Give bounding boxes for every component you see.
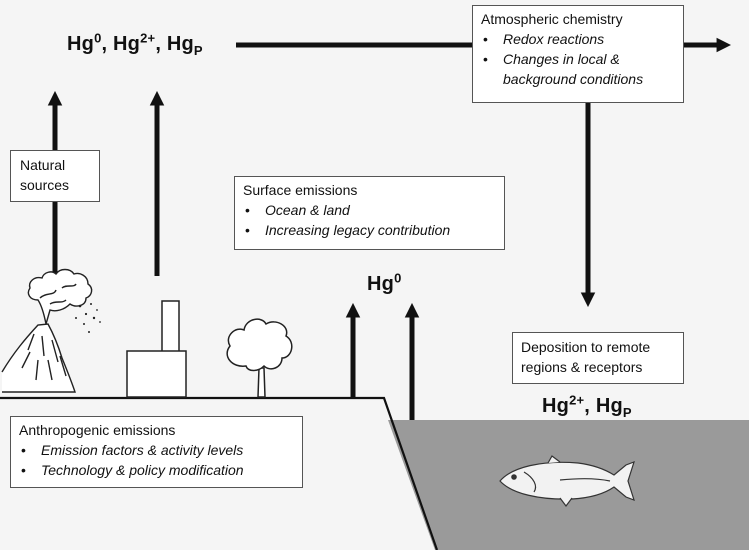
hg-phase: P [622,405,632,420]
hg-separator: , [584,395,596,417]
deposition-title: Deposition to remote regions & receptors [521,339,651,375]
factory-icon [126,300,187,398]
surface-item: Increasing legacy contribution [243,220,496,240]
hg-symbol: Hg [542,395,570,417]
hg-charge: 0 [94,30,102,46]
atmospheric-chemistry-box: Atmospheric chemistry Redox reactions Ch… [472,5,684,103]
fish-icon [499,455,635,507]
atmospheric-chemistry-title: Atmospheric chemistry [481,11,623,27]
anthropogenic-emissions-box: Anthropogenic emissions Emission factors… [10,416,303,488]
hg-charge: 2+ [140,30,156,46]
surface-item: Ocean & land [243,200,496,220]
natural-sources-box: Natural sources [10,150,100,202]
surface-emissions-title: Surface emissions [243,182,358,198]
hg-symbol: Hg [367,273,395,295]
hg-phase: P [193,43,203,58]
hg-symbol: Hg [595,395,623,417]
volcano-icon [1,268,101,393]
hg-separator: , [101,33,114,55]
hg-species-top-label: Hg0, Hg2+, HgP [67,30,203,58]
hg-charge: 0 [394,270,402,286]
hg-deposition-label: Hg2+, HgP [542,392,632,420]
natural-sources-title: Natural sources [20,157,70,193]
land-surface [0,396,439,550]
anthropogenic-item: Emission factors & activity levels [19,440,294,460]
hg-symbol: Hg [67,33,95,55]
hg-separator: , [155,33,167,55]
anthropogenic-item: Technology & policy modification [19,460,294,480]
tree-icon [226,318,293,398]
surface-emissions-box: Surface emissions Ocean & land Increasin… [234,176,505,250]
anthropogenic-emissions-title: Anthropogenic emissions [19,422,176,438]
hg-charge: 2+ [569,392,585,408]
hg-symbol: Hg [113,33,141,55]
hg-symbol: Hg [166,33,194,55]
deposition-box: Deposition to remote regions & receptors [512,332,684,384]
atmospheric-item: Redox reactions [481,29,675,49]
hg-surface-label: Hg0 [367,270,402,296]
atmospheric-item: Changes in local & background conditions [481,49,675,89]
